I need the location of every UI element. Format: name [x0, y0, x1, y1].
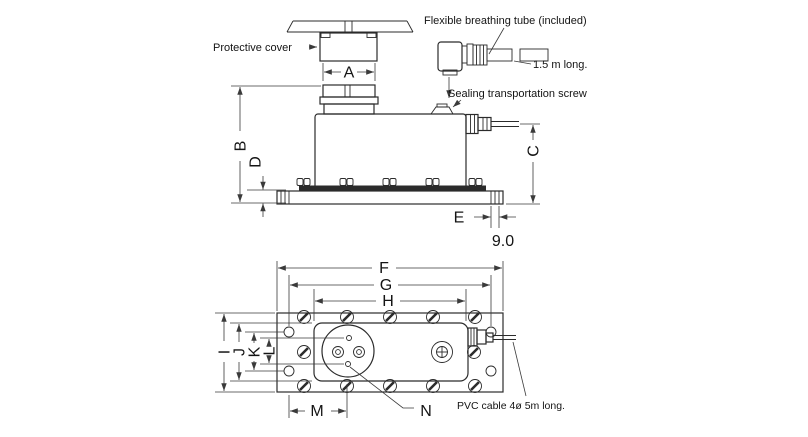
perimeter-screws — [297, 310, 482, 393]
plate-hole — [283, 365, 295, 377]
support-bar — [286, 20, 414, 33]
dim-j-label: J — [232, 348, 249, 356]
dim-i-label: I — [217, 350, 234, 354]
protective-cover — [319, 32, 378, 62]
sealing-screw-arrow — [452, 99, 462, 108]
sealing-screw-bump — [430, 103, 454, 115]
plate-hole — [283, 326, 295, 338]
dim-l-label: L — [262, 346, 279, 355]
n-leader-line — [349, 366, 414, 409]
dim-n-label: N — [420, 403, 432, 420]
dim-m-label: M — [310, 403, 323, 420]
breathing-tube-assembly — [437, 41, 549, 98]
side-dimensions: A B D C E 9.0 — [231, 63, 543, 250]
breathing-tube-label: Flexible breathing tube (included) — [424, 15, 587, 27]
cable-gland-side — [465, 113, 519, 135]
dim-e-label: E — [454, 210, 465, 227]
dim-h-label: H — [382, 293, 394, 310]
dim-b-label: B — [233, 141, 250, 152]
dim-k-label: K — [247, 346, 264, 357]
sealing-screw-label: Sealing transportation screw — [448, 88, 587, 100]
dim-c-label: C — [526, 145, 543, 157]
base-edge-value: 9.0 — [492, 233, 514, 250]
side-view — [276, 20, 519, 205]
protective-cover-label: Protective cover — [213, 42, 292, 54]
dim-d-label: D — [248, 156, 265, 168]
dim-a-label: A — [344, 65, 355, 82]
breathing-tube-leader — [488, 27, 505, 55]
plan-view — [276, 310, 516, 393]
tube-length-label: 1.5 m long. — [533, 59, 587, 71]
base-plate-side — [276, 178, 504, 205]
clamp-bolts — [296, 178, 483, 186]
tube-length-leader — [513, 60, 532, 65]
dim-f-label: F — [379, 260, 389, 277]
pvc-cable-leader — [512, 341, 527, 397]
cable-gland-plan — [467, 327, 516, 347]
load-button — [319, 84, 379, 115]
base-plate-plan — [276, 312, 504, 393]
plate-hole — [485, 365, 497, 377]
dim-g-label: G — [380, 277, 392, 294]
annotations: Protective cover Flexible breathing tube… — [213, 15, 587, 412]
load-button-plan — [321, 324, 375, 378]
plan-dimensions: F G H I J K L — [215, 260, 504, 420]
phillips-screw — [431, 341, 453, 363]
pvc-cable-label: PVC cable 4ø 5m long. — [457, 400, 565, 412]
